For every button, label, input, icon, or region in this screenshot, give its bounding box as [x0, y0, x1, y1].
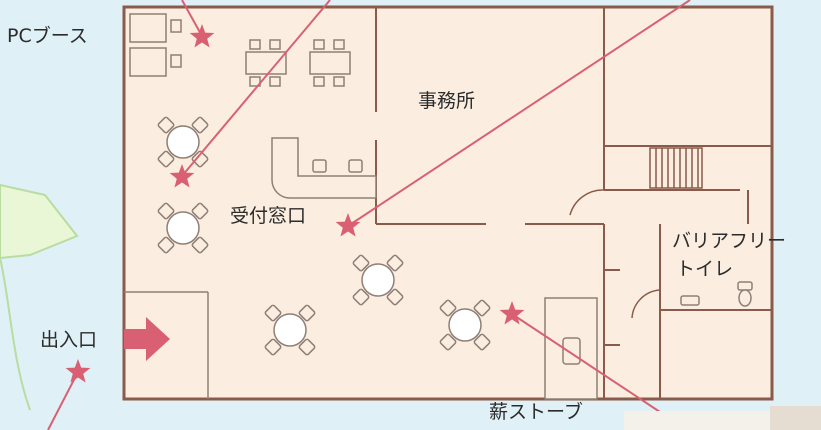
desk-groups: [245, 39, 351, 87]
label-accessible-toilet-line1: バリアフリー: [672, 230, 787, 252]
stairs: [649, 147, 703, 189]
reception-counter: [271, 137, 377, 199]
label-entrance: 出入口: [40, 329, 98, 351]
label-wood-stove: 薪ストーブ: [489, 401, 583, 423]
round-tables: [157, 116, 491, 356]
entrance-arrow: [124, 317, 170, 361]
callout-bubble-edge: [0, 257, 31, 411]
star-markers: [65, 24, 525, 383]
label-reception: 受付窓口: [230, 205, 307, 227]
label-office: 事務所: [418, 90, 476, 112]
round-table: [439, 299, 491, 351]
round-table: [157, 202, 209, 254]
photo-thumbnail: [624, 406, 821, 430]
label-accessible-toilet-line2: トイレ: [676, 258, 734, 280]
label-pc-booth: PCブース: [7, 25, 88, 47]
star-marker: [335, 213, 361, 237]
toilet-fixtures: [680, 281, 753, 307]
callout-bubble: [0, 183, 79, 260]
round-table: [352, 254, 404, 306]
stove-area: [544, 297, 598, 400]
star-marker: [189, 24, 215, 48]
reception-chairs: [312, 159, 363, 173]
toilet-door-swing: [631, 289, 661, 319]
round-table: [157, 116, 209, 168]
pc-booth-desks: [129, 13, 182, 77]
star-marker: [65, 359, 91, 383]
callout-lines: [47, 0, 691, 430]
round-table: [264, 304, 316, 356]
interior-walls: [375, 7, 772, 399]
entrance-hall: [124, 291, 209, 399]
star-marker: [499, 301, 525, 325]
star-marker: [169, 164, 195, 188]
office-door-swing: [569, 189, 605, 216]
